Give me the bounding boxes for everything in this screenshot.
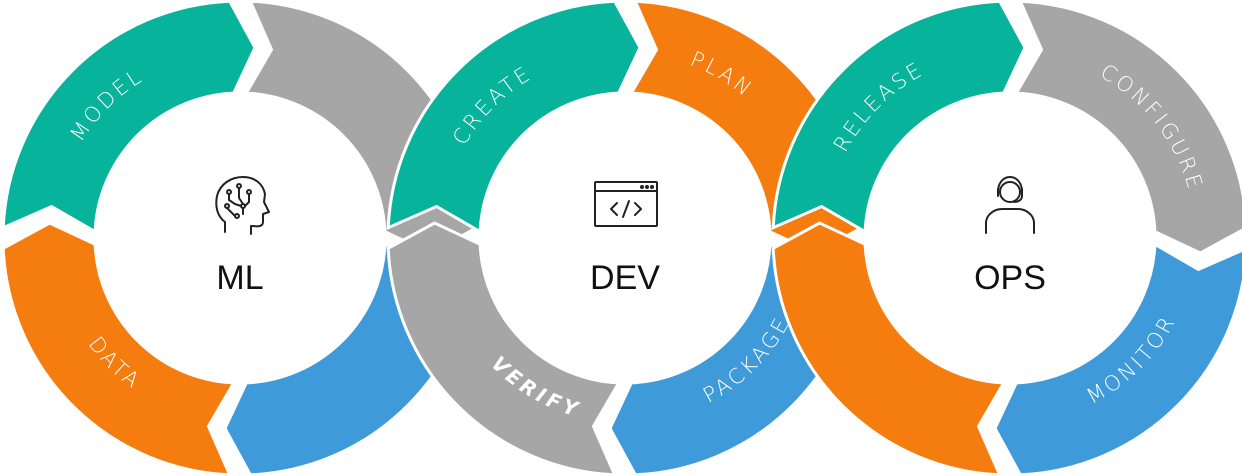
- dev-center-disc: [480, 93, 770, 383]
- code-window-icon: [594, 181, 658, 227]
- ml-center-label: ML: [216, 259, 263, 297]
- support-headset-icon: [985, 176, 1035, 234]
- ops-center-disc: [865, 93, 1155, 383]
- dev-center-label: DEV: [590, 259, 660, 297]
- brain-head-icon: [215, 176, 270, 235]
- ops-center-label: OPS: [974, 259, 1046, 297]
- ml-center-disc: [95, 93, 385, 383]
